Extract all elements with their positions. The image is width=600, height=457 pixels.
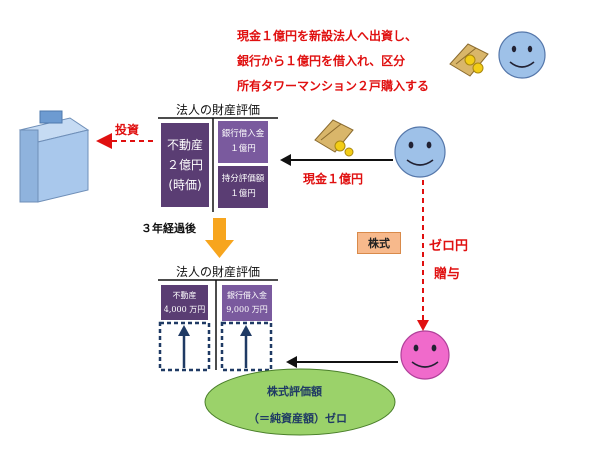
balance2-title: 法人の財産評価	[176, 265, 261, 279]
cash-label: 現金１億円	[303, 172, 364, 186]
balance1-real-estate: 不動産 ２億円 (時価)	[161, 123, 209, 207]
top-note-line2: 銀行から１億円を借入れ、区分	[237, 54, 406, 68]
blue-face-icon-top	[498, 31, 546, 79]
ellipse-line1: 株式評価額	[267, 385, 322, 398]
money-icon-2	[314, 119, 354, 157]
balance2-real-estate: 不動産 4,000 万円	[161, 285, 208, 320]
pink-face-icon	[400, 330, 450, 380]
top-note-line3: 所有タワーマンション２戸購入する	[237, 79, 430, 93]
money-icon	[449, 43, 489, 77]
blue-face-icon	[394, 126, 446, 178]
balance1-title: 法人の財産評価	[176, 103, 261, 117]
balance2-bank-loan: 銀行借入金 9,000 万円	[222, 285, 272, 321]
stock-label: 株式	[357, 232, 401, 254]
orange-down-arrow	[205, 218, 234, 258]
balance1-equity: 持分評価額 １億円	[218, 166, 268, 208]
dashed-box-left	[158, 321, 211, 372]
building-icon	[18, 110, 90, 203]
after-years-label: ３年経過後	[141, 222, 196, 235]
top-note-line1: 現金１億円を新設法人へ出資し、	[237, 29, 418, 43]
invest-label: 投資	[115, 123, 140, 137]
stock-value-ellipse	[204, 368, 396, 436]
ellipse-line2: （＝純資産額）ゼロ	[248, 412, 347, 425]
gift-label: 贈与	[434, 267, 461, 282]
zero-yen-label: ゼロ円	[429, 239, 469, 254]
dashed-box-right	[220, 321, 273, 372]
balance1-bank-loan: 銀行借入金 １億円	[218, 121, 268, 163]
